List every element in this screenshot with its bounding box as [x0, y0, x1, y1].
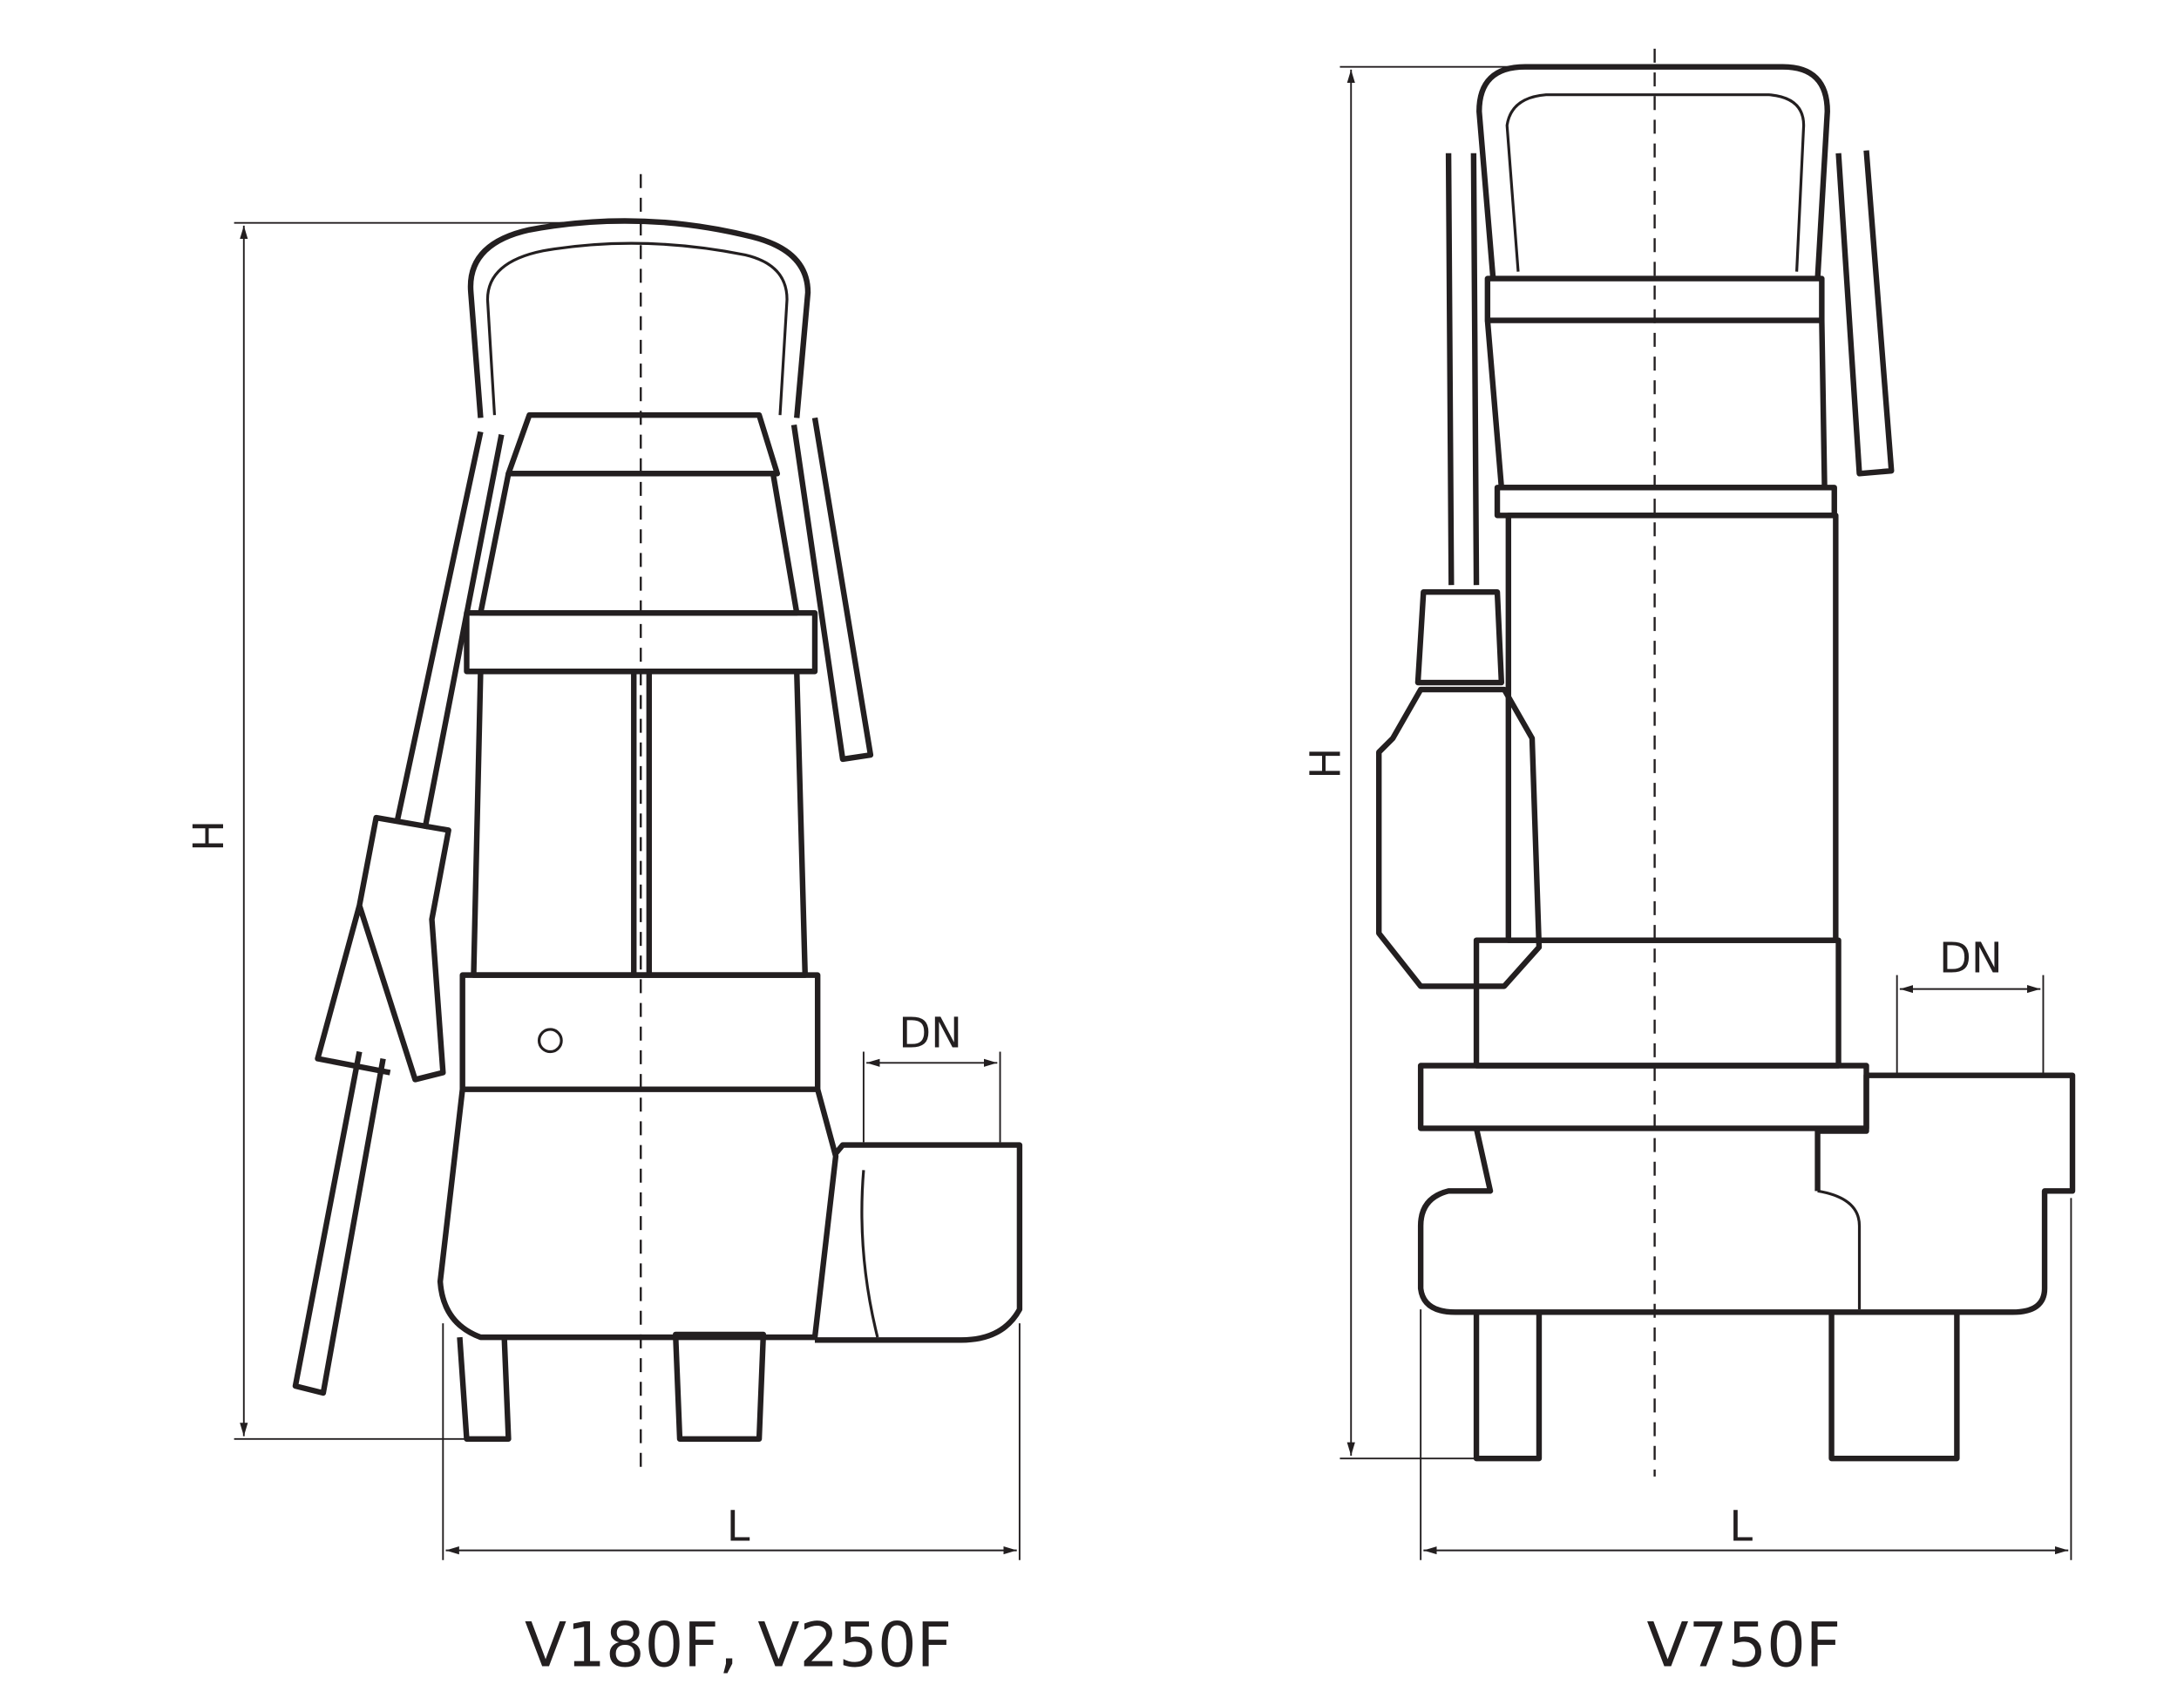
h-label: H [186, 820, 234, 852]
flange [464, 609, 818, 675]
foot-center [672, 1331, 767, 1442]
stator-body [1505, 513, 1839, 943]
side-handle [1835, 150, 1895, 477]
foot-right [1828, 1312, 1960, 1462]
foot-left [457, 1336, 512, 1442]
volute [1417, 1072, 2076, 1315]
h-label: H [1302, 748, 1350, 779]
handle [1476, 64, 1830, 279]
motor-housing [478, 471, 800, 616]
motor-cap [505, 412, 781, 477]
model-title: V750F [1647, 1609, 1841, 1681]
float-rod [292, 1050, 386, 1396]
volute [437, 1088, 839, 1341]
flange [1494, 485, 1837, 519]
stator-body [471, 671, 809, 978]
l-label: L [727, 1503, 750, 1551]
motor-cap [1484, 275, 1825, 323]
pump-v750f: H L DN V750F [1302, 48, 2076, 1681]
float-cable [394, 431, 505, 830]
base-plate [1417, 1063, 1869, 1131]
dn-label: DN [899, 1010, 962, 1058]
motor-top [1484, 320, 1828, 491]
pump-v180f-v250f: H L DN V180F, V250F [186, 173, 1023, 1681]
pump-ring [459, 972, 821, 1092]
l-label: L [1729, 1503, 1753, 1551]
model-title: V180F, V250F [525, 1609, 952, 1681]
float-switch [1376, 588, 1543, 989]
foot-left [1473, 1312, 1543, 1462]
outlet [814, 1142, 1023, 1343]
side-handle [790, 417, 874, 763]
float-switch [315, 814, 451, 1083]
handle [467, 218, 811, 418]
dn-label: DN [1939, 934, 2003, 982]
float-cable [1445, 153, 1480, 586]
